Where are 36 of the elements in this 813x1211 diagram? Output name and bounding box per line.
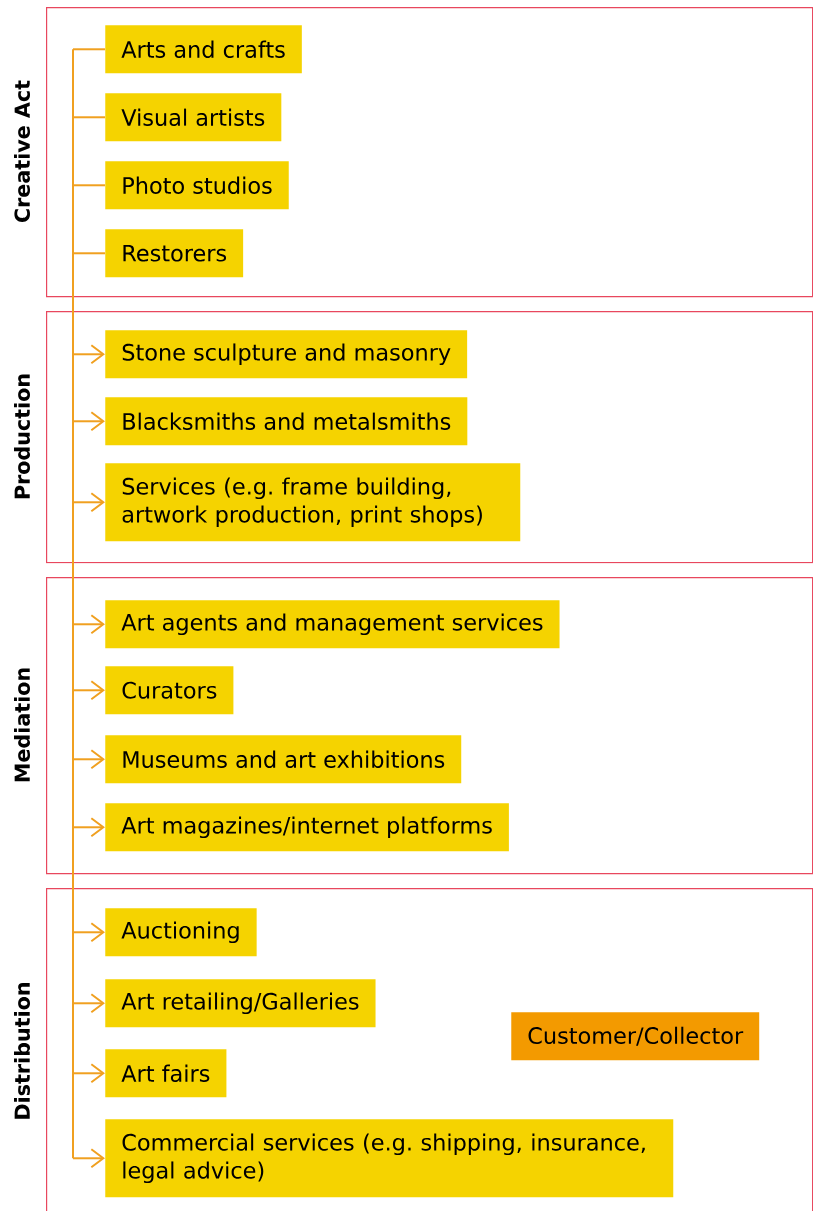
connector-trunk bbox=[72, 48, 74, 1160]
category-box: Art magazines/internet platforms bbox=[105, 803, 509, 852]
category-box: Stone sculpture and masonry bbox=[105, 330, 468, 379]
category-box: Museums and art exhibitions bbox=[105, 735, 462, 784]
category-box: Visual artists bbox=[105, 93, 282, 142]
arrow bbox=[72, 817, 105, 838]
arrow bbox=[72, 1148, 105, 1169]
category-box: Photo studios bbox=[105, 161, 289, 210]
node-label: Distribution bbox=[14, 983, 30, 1119]
arrow bbox=[72, 614, 105, 635]
connector-line bbox=[72, 116, 106, 119]
category-box: Art retailing/Galleries bbox=[105, 979, 376, 1028]
category-box: Art fairs bbox=[105, 1049, 227, 1098]
category-box: Auctioning bbox=[105, 908, 257, 957]
arrow bbox=[72, 680, 105, 701]
node-label: Mediation bbox=[14, 668, 30, 782]
category-box: Commercial services (e.g. shipping, insurance, legal advice) bbox=[105, 1119, 674, 1198]
category-box: Art agents and management services bbox=[105, 600, 560, 649]
connector-line bbox=[72, 252, 106, 255]
node-label: Production bbox=[14, 374, 30, 499]
arrow bbox=[72, 492, 105, 513]
category-box: Services (e.g. frame building, artwork production, print shops) bbox=[105, 463, 521, 542]
arrow bbox=[72, 344, 105, 365]
category-box: Restorers bbox=[105, 229, 244, 278]
category-box: Blacksmiths and metalsmiths bbox=[105, 397, 468, 446]
category-box: Arts and crafts bbox=[105, 25, 302, 74]
connector-line bbox=[72, 184, 106, 187]
arrow bbox=[72, 993, 105, 1014]
arrow bbox=[72, 411, 105, 432]
arrow bbox=[72, 922, 105, 943]
category-box: Curators bbox=[105, 666, 234, 715]
arrow bbox=[72, 1063, 105, 1084]
connector-line bbox=[72, 48, 106, 51]
node-label: Creative Act bbox=[14, 80, 30, 223]
target-box: Customer/Collector bbox=[511, 1012, 760, 1061]
arrow bbox=[72, 749, 105, 770]
